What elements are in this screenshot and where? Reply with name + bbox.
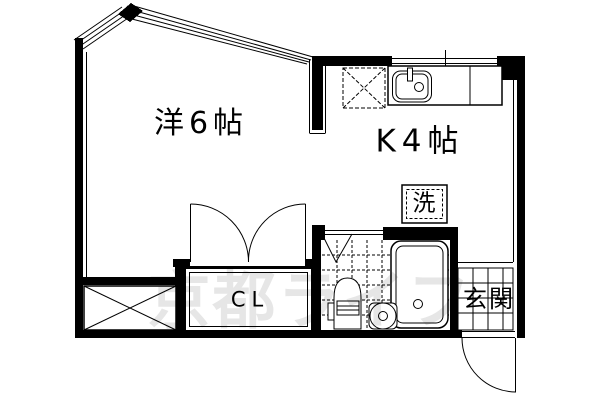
wall-closet-left — [175, 259, 184, 338]
wall-top-kitchen — [312, 56, 392, 66]
room-label-closet: CL — [230, 287, 270, 312]
bay-window-right — [127, 5, 314, 65]
storage-x-box — [83, 285, 177, 331]
bay-window-left — [73, 6, 132, 50]
washing-machine-space — [401, 184, 448, 224]
wall-closet-right — [305, 259, 315, 267]
bathroom — [321, 230, 449, 330]
room-label-laundry: 洗 — [412, 190, 436, 217]
wall-inner-lines — [86, 52, 514, 277]
wall-stub-room-divider — [312, 56, 323, 130]
wall-bottom — [75, 330, 462, 338]
wall-mainroom-bottom — [83, 277, 175, 285]
entry-door-swing-arc — [461, 337, 517, 393]
toilet — [327, 277, 362, 330]
watermark-text: 京都ライフ — [147, 264, 473, 338]
entrance — [452, 262, 517, 393]
bathtub — [390, 240, 449, 329]
wall-bath-top — [383, 227, 458, 240]
toilet-paper-holder — [368, 302, 398, 330]
wall-bath-topleft — [312, 225, 325, 240]
room-label-kitchen: K4帖 — [375, 123, 465, 160]
entrance-tile-grid — [457, 267, 514, 331]
bath-folding-door — [321, 233, 353, 264]
wall-bath-left — [312, 225, 321, 332]
closet-box — [183, 266, 314, 333]
kitchen-counter — [387, 65, 503, 106]
closet — [183, 203, 314, 333]
room-label-entrance: 玄関 — [463, 285, 515, 313]
refrigerator-space — [342, 67, 386, 109]
kitchen-sink — [392, 67, 432, 103]
room-label-western: 洋6帖 — [153, 106, 249, 141]
wall-right — [517, 57, 525, 338]
wall-apex-block — [118, 3, 143, 22]
wall-bath-right — [450, 240, 458, 332]
kitchen-window — [392, 50, 498, 68]
walls — [75, 3, 525, 338]
closet-double-doors — [190, 203, 306, 263]
wall-left — [75, 38, 83, 338]
entry-door — [460, 331, 517, 393]
